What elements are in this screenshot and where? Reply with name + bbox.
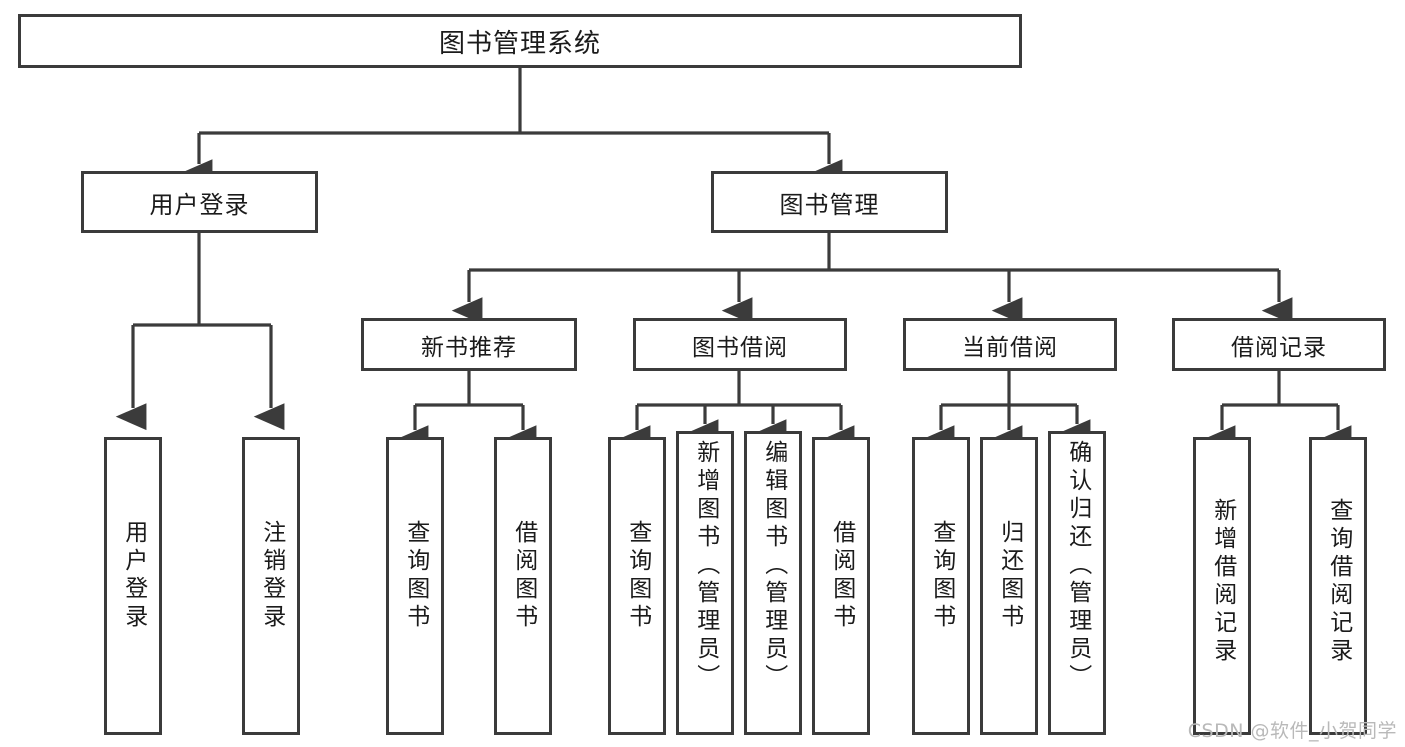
node-label: 借阅记录 xyxy=(1231,334,1327,361)
leaf-add-borrow-record[interactable]: 新增借阅记录 xyxy=(1193,437,1251,735)
node-label: 新书推荐 xyxy=(421,334,517,361)
leaf-edit-book-admin[interactable]: 编辑图书（管理员） xyxy=(744,431,802,735)
leaf-query-borrow-record[interactable]: 查询借阅记录 xyxy=(1309,437,1367,735)
node-new-book-recommend[interactable]: 新书推荐 xyxy=(361,318,577,371)
node-user-login[interactable]: 用户登录 xyxy=(81,171,318,233)
node-root-book-management-system[interactable]: 图书管理系统 xyxy=(18,14,1022,68)
node-book-management[interactable]: 图书管理 xyxy=(711,171,948,233)
node-label: 查询图书 xyxy=(402,520,429,632)
leaf-borrow-book-recommend[interactable]: 借阅图书 xyxy=(494,437,552,735)
node-current-borrow[interactable]: 当前借阅 xyxy=(903,318,1117,371)
leaf-user-logout[interactable]: 注销登录 xyxy=(242,437,300,735)
leaf-user-login[interactable]: 用户登录 xyxy=(104,437,162,735)
node-borrow-record[interactable]: 借阅记录 xyxy=(1172,318,1386,371)
leaf-query-book-borrow[interactable]: 查询图书 xyxy=(608,437,666,735)
node-label: 查询借阅记录 xyxy=(1325,498,1352,666)
leaf-query-book-current[interactable]: 查询图书 xyxy=(912,437,970,735)
node-label: 图书借阅 xyxy=(692,334,788,361)
node-label: 借阅图书 xyxy=(828,520,855,632)
leaf-confirm-return-admin[interactable]: 确认归还（管理员） xyxy=(1048,431,1106,735)
node-label: 用户登录 xyxy=(149,190,250,219)
node-label: 查询图书 xyxy=(928,520,955,632)
node-label: 新增图书（管理员） xyxy=(692,440,719,692)
node-book-borrow[interactable]: 图书借阅 xyxy=(633,318,847,371)
node-label: 当前借阅 xyxy=(962,334,1058,361)
leaf-add-book-admin[interactable]: 新增图书（管理员） xyxy=(676,431,734,735)
node-label: 确认归还（管理员） xyxy=(1064,440,1091,692)
leaf-query-book-recommend[interactable]: 查询图书 xyxy=(386,437,444,735)
leaf-return-book[interactable]: 归还图书 xyxy=(980,437,1038,735)
node-label: 新增借阅记录 xyxy=(1209,498,1236,666)
node-label: 编辑图书（管理员） xyxy=(760,440,787,692)
leaf-borrow-book[interactable]: 借阅图书 xyxy=(812,437,870,735)
node-label: 图书管理 xyxy=(779,190,880,219)
node-label: 查询图书 xyxy=(624,520,651,632)
node-label: 借阅图书 xyxy=(510,520,537,632)
node-label: 注销登录 xyxy=(258,520,285,632)
node-label: 归还图书 xyxy=(996,520,1023,632)
node-label: 图书管理系统 xyxy=(438,28,601,59)
node-label: 用户登录 xyxy=(120,520,147,632)
watermark-text: CSDN @软件_小贺同学 xyxy=(1187,720,1397,742)
